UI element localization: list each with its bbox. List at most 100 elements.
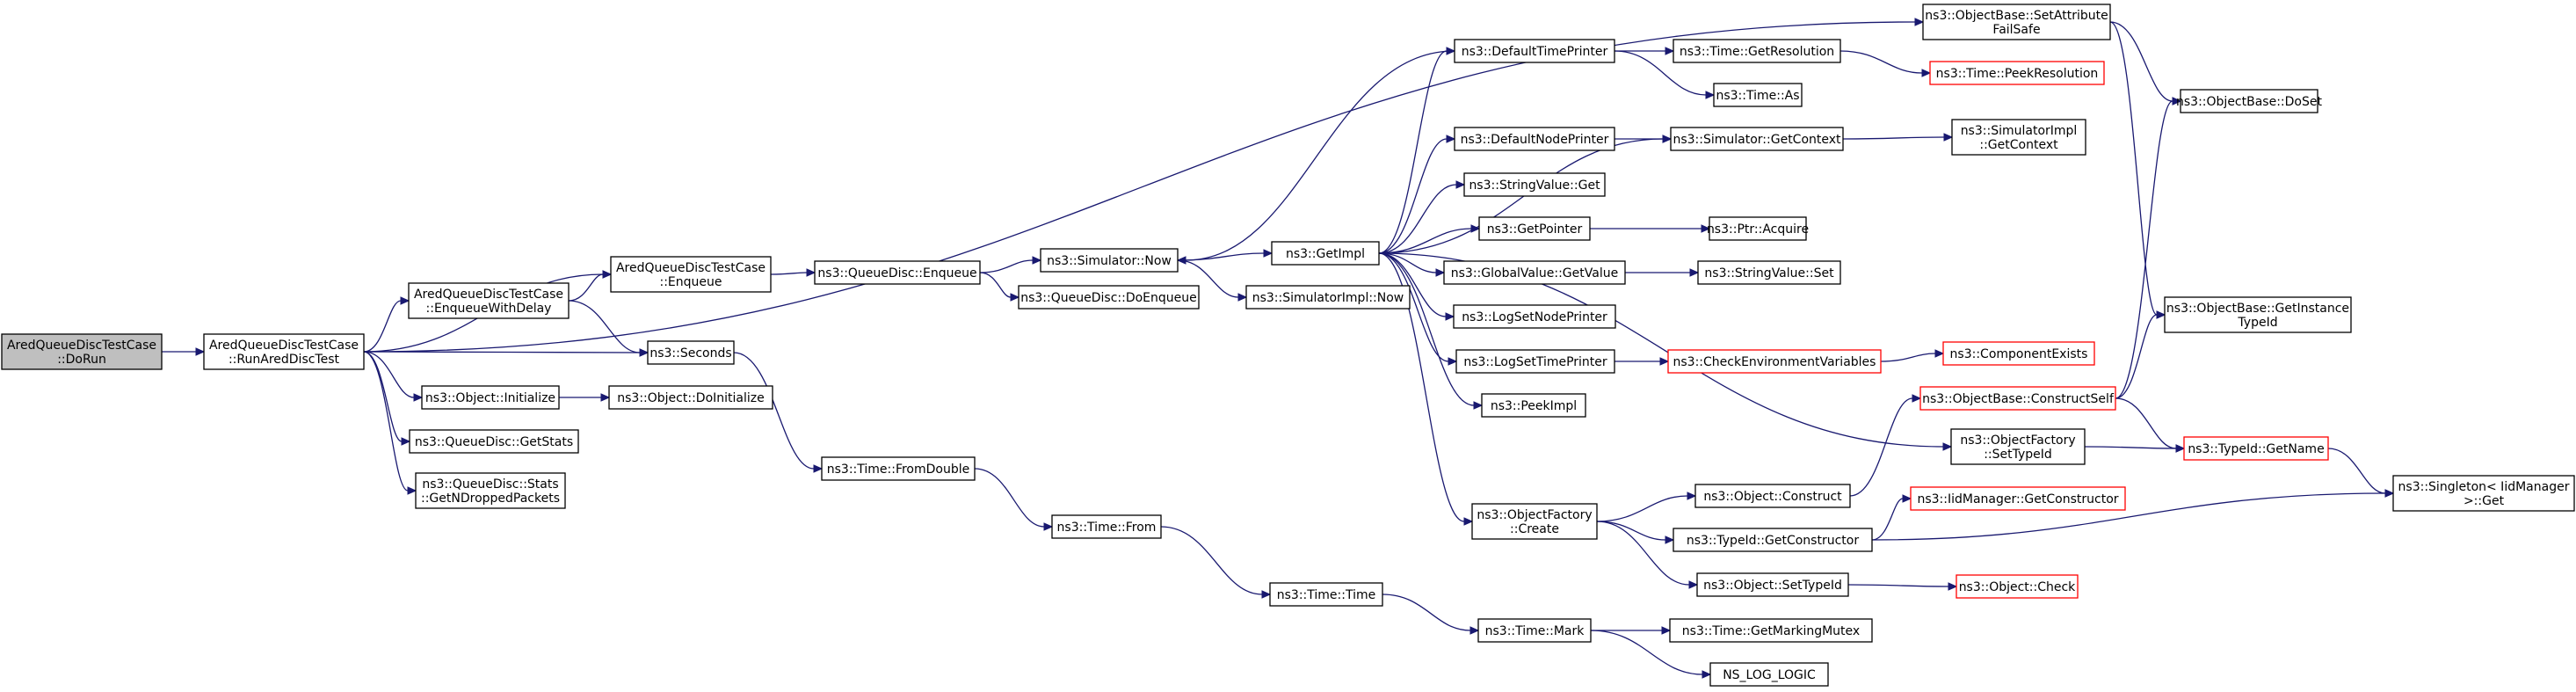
node-timemark[interactable]: ns3::Time::Mark — [1477, 618, 1592, 643]
node-objsettid[interactable]: ns3::Object::SetTypeId — [1696, 572, 1849, 597]
node-label: ::EnqueueWithDelay — [426, 302, 552, 316]
node-strget[interactable]: ns3::StringValue::Get — [1463, 172, 1606, 197]
node-box — [1018, 285, 1200, 310]
node-qdenq[interactable]: ns3::QueueDisc::Enqueue — [814, 260, 981, 285]
edge-timefrom-to-timetime — [1160, 526, 1263, 595]
node-box — [1697, 260, 1841, 285]
edge-checkenv-to-compexists — [1880, 353, 1936, 362]
edge-arrowhead — [1665, 535, 1675, 544]
node-simgetctx[interactable]: ns3::Simulator::GetContext — [1670, 127, 1844, 151]
edge-ofcreate-to-objconstruct — [1596, 495, 1688, 522]
node-simnow[interactable]: ns3::Simulator::Now — [1040, 248, 1179, 273]
edge-simnow-to-simimplnow — [1177, 259, 1239, 298]
node-checkenv[interactable]: ns3::CheckEnvironmentVariables — [1667, 349, 1882, 374]
node-label: ns3::Singleton< IidManager — [2398, 480, 2570, 494]
node-objcheck[interactable]: ns3::Object::Check — [1956, 574, 2079, 599]
node-label: ns3::StringValue::Set — [1704, 266, 1834, 280]
node-objconstruct[interactable]: ns3::Object::Construct — [1694, 484, 1851, 508]
node-getptr[interactable]: ns3::GetPointer — [1478, 216, 1591, 241]
edge-arrowhead — [407, 486, 417, 495]
node-peekres[interactable]: ns3::Time::PeekResolution — [1929, 61, 2105, 85]
node-compexists[interactable]: ns3::ComponentExists — [1942, 341, 2095, 366]
node-getres[interactable]: ns3::Time::GetResolution — [1673, 39, 1841, 63]
node-enqwd[interactable]: AredQueueDiscTestCase::EnqueueWithDelay — [408, 282, 570, 319]
edge-runared-to-enqwd — [363, 300, 402, 353]
node-label: ns3::ObjectBase::SetAttribute — [1925, 9, 2108, 23]
node-label: ns3::Time::PeekResolution — [1936, 67, 2099, 81]
edge-qdenq-to-doenq — [979, 272, 1012, 298]
node-box — [1929, 61, 2105, 85]
node-tidgetname[interactable]: ns3::TypeId::GetName — [2183, 436, 2329, 461]
edge-getres-to-peekres — [1839, 50, 1923, 74]
node-simimplgetctx[interactable]: ns3::SimulatorImpl::GetContext — [1951, 119, 2086, 156]
node-iidgetctor[interactable]: ns3::IidManager::GetConstructor — [1910, 486, 2126, 511]
node-singletonget[interactable]: ns3::Singleton< IidManager >::Get — [2392, 475, 2575, 512]
node-dorun[interactable]: AredQueueDiscTestCase::DoRun — [1, 333, 163, 370]
node-box — [1040, 248, 1179, 273]
node-label: ns3::LogSetTimePrinter — [1463, 355, 1607, 369]
node-label: ns3::SimulatorImpl::Now — [1252, 291, 1404, 305]
edge-arrowhead — [1912, 394, 1922, 403]
node-strset[interactable]: ns3::StringValue::Set — [1697, 260, 1841, 285]
node-ptracq[interactable]: ns3::Ptr::Acquire — [1707, 216, 1809, 241]
node-label: ns3::QueueDisc::Stats — [422, 477, 558, 492]
edge-arrowhead — [2384, 489, 2395, 498]
node-label: ns3::ObjectBase::ConstructSelf — [1922, 392, 2115, 406]
node-getstats[interactable]: ns3::QueueDisc::GetStats — [409, 429, 579, 454]
edge-getimpl-to-defnp — [1378, 138, 1448, 254]
edge-arrowhead — [1943, 133, 1954, 142]
node-box — [421, 385, 560, 410]
node-box — [1455, 349, 1615, 374]
edge-arrowhead — [1689, 268, 1700, 277]
node-doinit[interactable]: ns3::Object::DoInitialize — [608, 385, 773, 410]
node-fromdouble[interactable]: ns3::Time::FromDouble — [821, 456, 976, 481]
node-label: TypeId — [2237, 316, 2277, 330]
node-label: ns3::SimulatorImpl — [1961, 124, 2078, 138]
edge-getimpl-to-peekimpl — [1378, 252, 1475, 406]
node-deftp[interactable]: ns3::DefaultTimePrinter — [1454, 39, 1615, 63]
edge-deftp-to-timeas — [1614, 50, 1707, 96]
node-box — [1713, 83, 1803, 107]
node-box — [1669, 618, 1873, 643]
node-getndrop[interactable]: ns3::QueueDisc::Stats::GetNDroppedPacket… — [415, 472, 566, 509]
node-timefrom[interactable]: ns3::Time::From — [1051, 514, 1162, 539]
edge-arrowhead — [1665, 47, 1675, 55]
node-getimpl[interactable]: ns3::GetImpl — [1271, 241, 1380, 266]
node-label: ns3::Time::From — [1057, 521, 1157, 535]
node-nslog[interactable]: NS_LOG_LOGIC — [1709, 662, 1829, 687]
node-box — [1670, 127, 1844, 151]
node-gvget[interactable]: ns3::GlobalValue::GetValue — [1443, 260, 1626, 285]
node-objinit[interactable]: ns3::Object::Initialize — [421, 385, 560, 410]
node-lsnp[interactable]: ns3::LogSetNodePrinter — [1453, 304, 1616, 329]
node-defnp[interactable]: ns3::DefaultNodePrinter — [1454, 127, 1615, 151]
node-enq[interactable]: AredQueueDiscTestCase::Enqueue — [610, 256, 772, 293]
node-timetime[interactable]: ns3::Time::Time — [1269, 582, 1383, 607]
node-doenq[interactable]: ns3::QueueDisc::DoEnqueue — [1018, 285, 1200, 310]
node-ofcreate[interactable]: ns3::ObjectFactory::Create — [1471, 503, 1598, 540]
node-tidgetctor[interactable]: ns3::TypeId::GetConstructor — [1673, 528, 1873, 552]
node-box — [1454, 127, 1615, 151]
node-runared[interactable]: AredQueueDiscTestCase::RunAredDiscTest — [203, 333, 365, 370]
node-ofsettid[interactable]: ns3::ObjectFactory::SetTypeId — [1950, 428, 2086, 465]
node-box — [409, 429, 579, 454]
edge-arrowhead — [1473, 401, 1484, 410]
edge-arrowhead — [413, 393, 424, 402]
node-box — [408, 282, 570, 319]
edge-layer — [162, 18, 2395, 679]
node-label: ns3::ObjectFactory — [1960, 433, 2075, 448]
node-box — [1478, 216, 1591, 241]
node-timeas[interactable]: ns3::Time::As — [1713, 83, 1803, 107]
node-lstp[interactable]: ns3::LogSetTimePrinter — [1455, 349, 1615, 374]
edge-getimpl-to-ofcreate — [1378, 252, 1465, 522]
node-seconds[interactable]: ns3::Seconds — [647, 340, 735, 365]
node-obdoset[interactable]: ns3::ObjectBase::DoSet — [2176, 89, 2322, 113]
node-simimplnow[interactable]: ns3::SimulatorImpl::Now — [1245, 285, 1411, 310]
node-label: ns3::QueueDisc::GetStats — [415, 435, 573, 449]
edge-arrowhead — [1261, 590, 1272, 599]
node-obconstructself[interactable]: ns3::ObjectBase::ConstructSelf — [1919, 386, 2116, 411]
node-label: ns3::PeekImpl — [1491, 399, 1577, 413]
node-peekimpl[interactable]: ns3::PeekImpl — [1481, 393, 1586, 418]
node-getmarkmutex[interactable]: ns3::Time::GetMarkingMutex — [1669, 618, 1873, 643]
